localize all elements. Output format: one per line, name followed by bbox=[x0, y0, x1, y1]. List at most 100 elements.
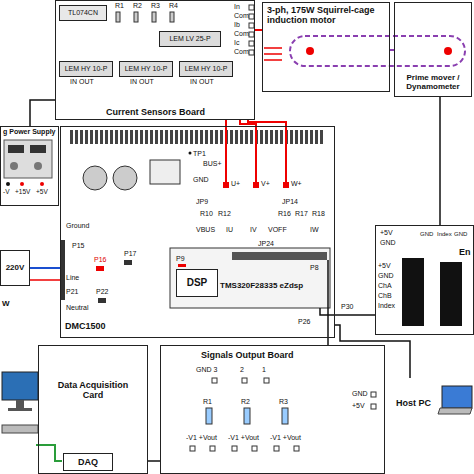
part-label: +5V bbox=[36, 188, 48, 195]
signals-board-drawing bbox=[264, 378, 269, 383]
part-label: R12 bbox=[218, 210, 231, 218]
node-text: 220V bbox=[6, 263, 25, 272]
part-label: V+ bbox=[261, 180, 270, 188]
part-label: GND bbox=[454, 231, 467, 238]
part-label: IW bbox=[310, 226, 319, 234]
sensor-box: LEM HY 10-P bbox=[59, 61, 113, 77]
desktop-pc-drawing bbox=[16, 400, 24, 408]
signals-board-drawing bbox=[244, 408, 250, 424]
sensor-box: LEM HY 10-P bbox=[179, 61, 233, 77]
power-supply-drawing bbox=[20, 182, 24, 186]
node-text: LEM LV 25-P bbox=[169, 35, 210, 43]
node-text: TL074CN bbox=[68, 9, 98, 17]
sensor-board-parts bbox=[116, 12, 120, 22]
signals-board-drawing bbox=[371, 404, 376, 409]
dmc-board-drawing bbox=[83, 166, 107, 190]
part-label: P22 bbox=[96, 288, 108, 296]
node-text: DMC1500 bbox=[65, 321, 106, 331]
power-supply-drawing bbox=[40, 182, 44, 186]
desktop-pc-drawing bbox=[2, 372, 38, 400]
wire bbox=[335, 314, 375, 316]
part-label: W+ bbox=[291, 180, 302, 188]
part-label: GND bbox=[420, 231, 433, 238]
wire bbox=[439, 97, 441, 225]
node-text: LEM HY 10-P bbox=[125, 65, 168, 73]
part-label: R1 bbox=[203, 398, 212, 406]
signals-board-drawing bbox=[206, 408, 212, 424]
wire bbox=[327, 338, 329, 345]
part-label: Index bbox=[437, 231, 452, 238]
motor-drawing bbox=[264, 47, 282, 49]
power-supply-drawing bbox=[6, 182, 10, 186]
sensor-board-parts bbox=[249, 5, 254, 10]
part-label: GND 3 bbox=[196, 366, 217, 374]
motor-drawing bbox=[306, 47, 314, 55]
wire bbox=[255, 29, 262, 31]
dmc-board-drawing bbox=[113, 166, 137, 190]
part-label: R4 bbox=[169, 2, 178, 10]
motor-drawing bbox=[264, 36, 465, 66]
power-supply-box: g Power Supply bbox=[0, 126, 59, 206]
node-text: DAQ bbox=[78, 457, 98, 467]
part-label: GND bbox=[352, 390, 368, 398]
signals-board-drawing bbox=[210, 446, 215, 451]
encoder-drawing bbox=[402, 258, 462, 326]
dmc-board-box: DMC1500 DSP bbox=[60, 126, 335, 338]
part-label: -V1 +Vout bbox=[270, 434, 301, 442]
motor-drawing bbox=[290, 36, 465, 66]
wire bbox=[335, 325, 410, 378]
part-label: R1 bbox=[115, 2, 124, 10]
dmc-board-drawing bbox=[189, 152, 192, 155]
part-label: ChA bbox=[378, 282, 392, 290]
signals-board-drawing bbox=[212, 378, 217, 383]
part-label: Index bbox=[378, 302, 395, 310]
part-label: JP24 bbox=[258, 240, 274, 248]
part-label: R18 bbox=[312, 210, 325, 218]
part-label: Com bbox=[234, 30, 249, 38]
node-text: LEM HY 10-P bbox=[65, 65, 108, 73]
part-label: P17 bbox=[124, 250, 136, 258]
part-label: R3 bbox=[279, 398, 288, 406]
dmc-board-drawing bbox=[327, 260, 329, 338]
part-label: P30 bbox=[341, 303, 353, 311]
encoder-board-box: En bbox=[375, 225, 474, 335]
dmc-board-drawing bbox=[232, 252, 327, 260]
sensor-board-parts bbox=[249, 50, 254, 55]
power-supply-drawing bbox=[30, 145, 46, 153]
motor-box: 3-ph, 175W Squirrel-cage induction motor bbox=[262, 2, 390, 92]
part-label: Ic bbox=[234, 39, 239, 47]
dynamometer-box: Prime mover / Dynamometer bbox=[394, 2, 472, 97]
sensor-board-parts bbox=[134, 12, 138, 22]
desktop-pc-drawing bbox=[2, 425, 38, 433]
motor-drawing bbox=[444, 47, 452, 55]
power-supply-drawing bbox=[4, 140, 52, 186]
part-label: P26 bbox=[298, 318, 310, 326]
part-label: VBUS bbox=[196, 226, 215, 234]
signals-board-box: Signals Output Board bbox=[160, 345, 385, 474]
sensor-board-parts bbox=[249, 14, 254, 19]
part-label: GND bbox=[378, 272, 394, 280]
part-label: IV bbox=[250, 226, 257, 234]
dmc-board-drawing bbox=[320, 308, 335, 315]
node-text: g Power Supply bbox=[3, 128, 56, 136]
wire bbox=[148, 460, 160, 462]
dsp-chip-box: DSP bbox=[176, 269, 218, 297]
sensor-board-parts bbox=[249, 41, 254, 46]
dmc-board-drawing bbox=[253, 182, 259, 188]
part-label: IN OUT bbox=[130, 78, 154, 86]
part-label: +5V bbox=[380, 229, 393, 237]
part-label: 2 bbox=[240, 366, 244, 374]
desktop-pc-drawing bbox=[36, 445, 62, 461]
host-pc: Host PC bbox=[392, 378, 474, 470]
part-label: R17 bbox=[295, 210, 308, 218]
part-label: BUS+ bbox=[203, 160, 221, 168]
node-text: Current Sensors Board bbox=[106, 107, 205, 117]
dmc-board-drawing bbox=[96, 266, 104, 271]
part-label: -V bbox=[3, 188, 10, 195]
part-label: -V1 +Vout bbox=[186, 434, 217, 442]
dmc-board-drawing bbox=[283, 182, 289, 188]
part-label: ChB bbox=[378, 292, 392, 300]
dmc-board-drawing bbox=[248, 120, 286, 182]
part-label: Neutral bbox=[66, 304, 89, 312]
part-label: Line bbox=[66, 274, 79, 282]
